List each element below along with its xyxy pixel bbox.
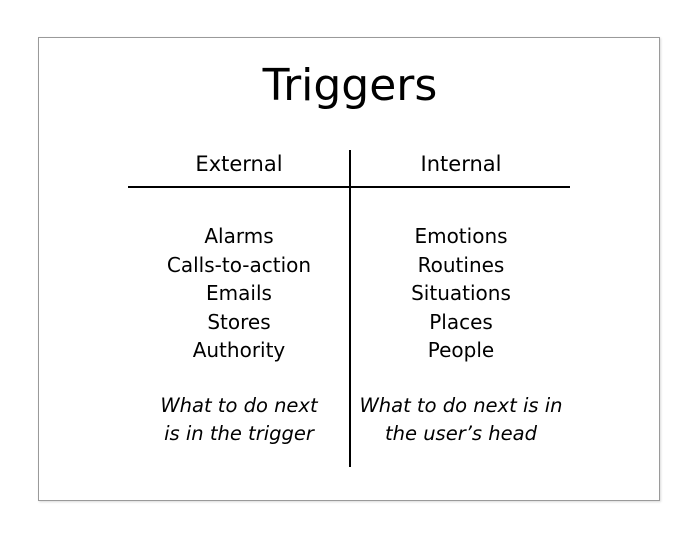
- list-item: Stores: [207, 309, 271, 334]
- internal-trigger-list: Emotions Routines Situations Places Peop…: [350, 222, 572, 365]
- note-line: is in the trigger: [164, 422, 314, 445]
- list-item: Situations: [411, 281, 511, 305]
- note-line: What to do next: [160, 394, 318, 417]
- slide-title: Triggers: [262, 60, 438, 111]
- list-item: Authority: [192, 338, 286, 362]
- list-item: Emotions: [414, 224, 508, 248]
- internal-note: What to do next is in the user’s head: [350, 392, 572, 448]
- list-item: People: [427, 338, 495, 362]
- list-item: Places: [429, 309, 493, 334]
- external-note: What to do next is in the trigger: [128, 392, 350, 448]
- note-line: What to do next is in: [359, 394, 563, 417]
- list-item: Calls-to-action: [166, 252, 312, 277]
- column-header-external: External: [195, 152, 283, 176]
- list-item: Alarms: [204, 224, 274, 248]
- external-trigger-list: Alarms Calls-to-action Emails Stores Aut…: [128, 222, 350, 365]
- list-item: Emails: [206, 281, 272, 305]
- list-item: Routines: [417, 252, 505, 277]
- vertical-divider: [349, 150, 351, 467]
- column-header-internal: Internal: [420, 152, 502, 176]
- note-line: the user’s head: [385, 422, 537, 445]
